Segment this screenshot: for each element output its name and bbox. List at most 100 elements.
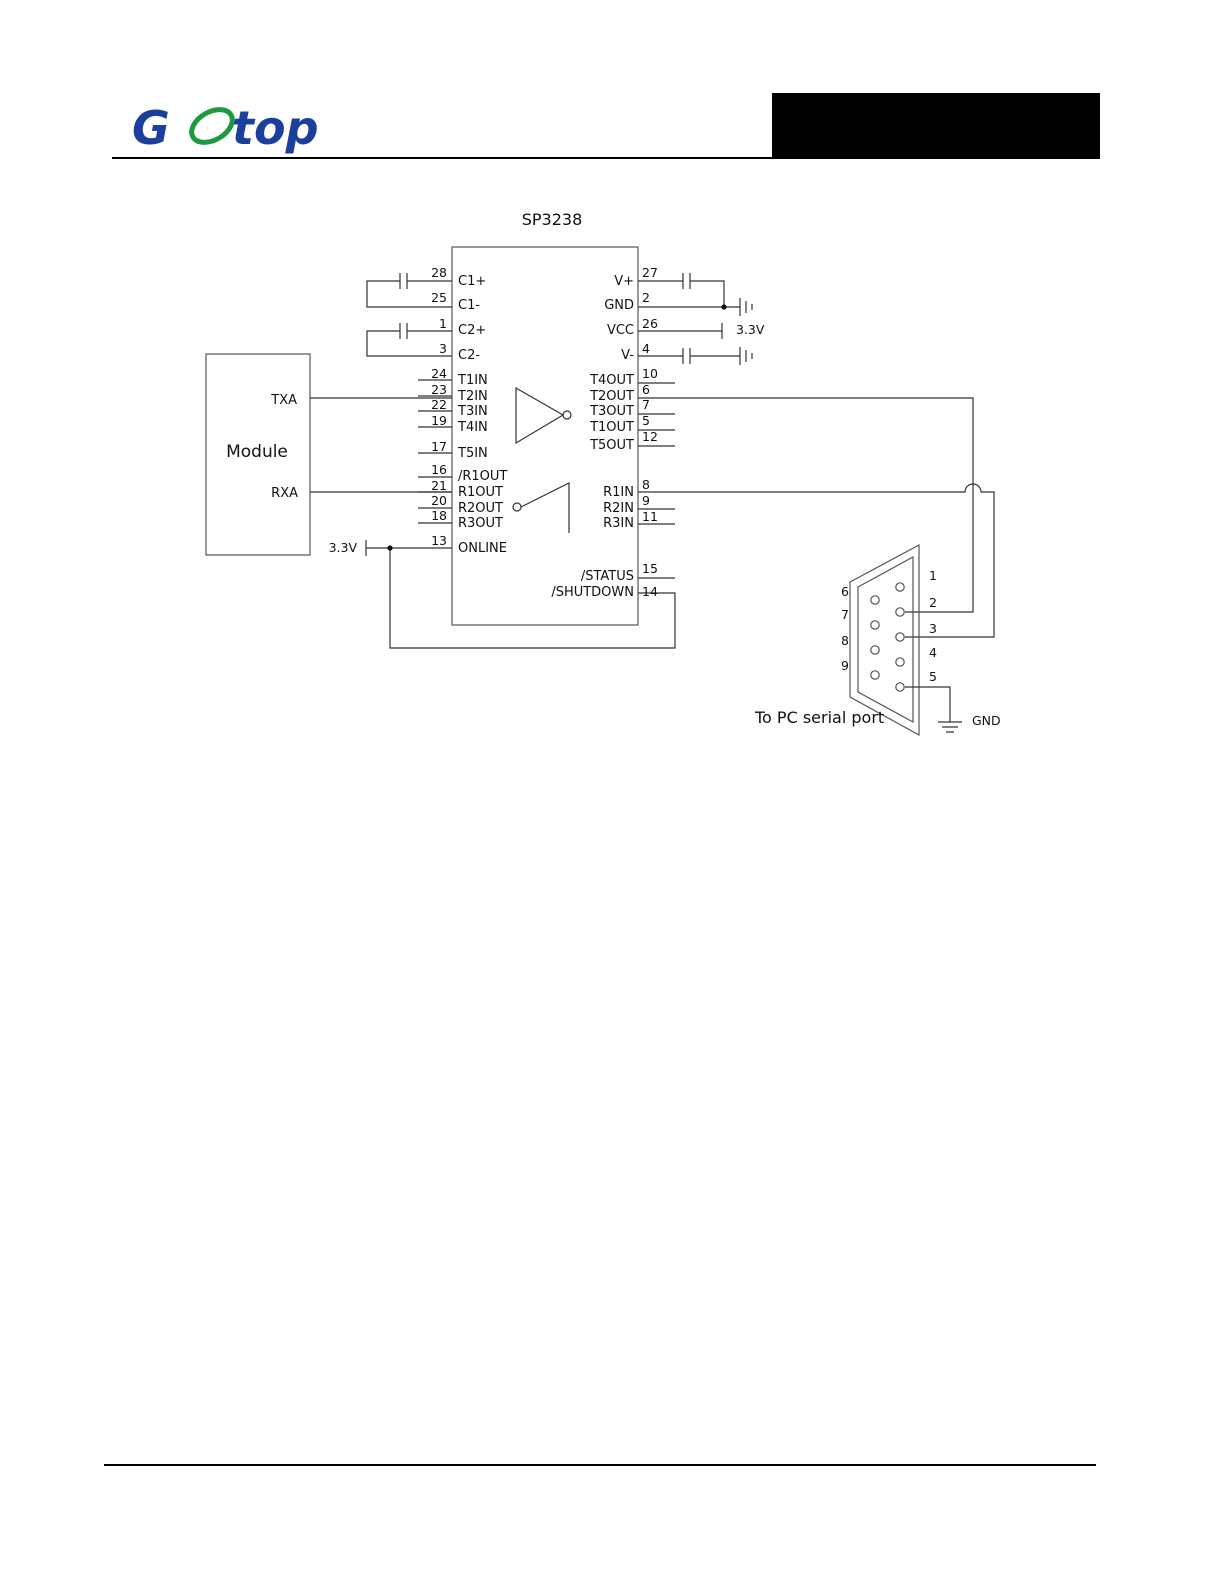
right-pin-name: T1OUT [589, 420, 634, 435]
module-box [205, 353, 311, 556]
right-pin-number: 14 [642, 584, 658, 599]
left-pin-number: 20 [431, 493, 447, 508]
right-pin-number: 4 [642, 341, 650, 356]
wires [205, 246, 995, 737]
left-pin-name: ONLINE [458, 541, 507, 556]
left-pin-number: 3 [439, 341, 447, 356]
right-pin-number: 12 [642, 429, 658, 444]
right-pin-name: GND [604, 298, 634, 313]
vminus-capacitor [682, 348, 691, 364]
supply-left-label: 3.3V [329, 540, 358, 555]
left-pin-name: T1IN [457, 373, 488, 388]
left-pin-number: 13 [431, 533, 447, 548]
c2-wire [366, 330, 452, 357]
vcc-wire [638, 323, 723, 339]
header-black-box [772, 93, 1100, 159]
db9-pin-number: 5 [929, 669, 937, 684]
db9-pin-5 [895, 682, 905, 692]
right-pin-name: T4OUT [589, 373, 634, 388]
db9-pin-8 [870, 645, 880, 655]
module-pin-rxa: RXA [271, 486, 298, 501]
driver-bubble [562, 410, 572, 420]
right-pin-name: V- [621, 348, 634, 363]
right-pin-number: 7 [642, 397, 650, 412]
gnd-symbol-vminus [739, 347, 753, 365]
left-pin-number: 22 [431, 397, 447, 412]
r1in-wire [638, 483, 995, 638]
ground-label: GND [972, 713, 1001, 728]
left-pin-number: 24 [431, 366, 447, 381]
right-pin-number: 9 [642, 493, 650, 508]
db9-shell-inner [857, 555, 914, 724]
header-rule [112, 157, 1100, 159]
right-pin-number: 15 [642, 561, 658, 576]
right-pin-number: 8 [642, 477, 650, 492]
left-pin-name: R2OUT [458, 501, 503, 516]
right-pin-name: /SHUTDOWN [551, 585, 634, 600]
left-pin-number: 17 [431, 439, 447, 454]
right-pin-name: T5OUT [589, 438, 634, 453]
left-pin-name: C2+ [458, 323, 486, 338]
module-pin-txa: TXA [270, 393, 297, 408]
db9-pin-number: 8 [841, 633, 849, 648]
right-pin-name: V+ [614, 274, 634, 289]
c1-wire [366, 280, 452, 308]
vplus-wire [638, 280, 725, 307]
left-pin-name: R1OUT [458, 485, 503, 500]
left-pin-number: 1 [439, 316, 447, 331]
right-pin-name: T2OUT [589, 389, 634, 404]
left-pin-name: R3OUT [458, 516, 503, 531]
left-pin-number: 21 [431, 478, 447, 493]
left-pin-name: T5IN [457, 446, 488, 461]
module-label: Module [226, 442, 288, 462]
left-pin-name: /R1OUT [458, 469, 507, 484]
right-pin-name: /STATUS [581, 569, 634, 584]
online-shutdown-wire [365, 540, 676, 649]
db9-pin-number: 4 [929, 645, 937, 660]
db9-pin-4 [895, 657, 905, 667]
right-pin-number: 6 [642, 382, 650, 397]
db9-pin-9 [870, 670, 880, 680]
right-pin-name: R1IN [603, 485, 634, 500]
left-pin-name: C1- [458, 298, 480, 313]
db9-pin-number: 9 [841, 658, 849, 673]
footer-rule [104, 1464, 1096, 1466]
db9-pin-3 [895, 632, 905, 642]
supply-right-label: 3.3V [736, 322, 765, 337]
chip-name: SP3238 [522, 210, 583, 229]
left-pin-name: T3IN [457, 404, 488, 419]
right-pin-name: R2IN [603, 501, 634, 516]
driver-triangle [515, 386, 565, 445]
vplus-capacitor [682, 273, 691, 289]
c1-capacitor [399, 273, 408, 289]
right-pin-number: 27 [642, 265, 658, 280]
left-pin-number: 16 [431, 462, 447, 477]
t2out-wire [638, 397, 974, 613]
right-pin-number: 26 [642, 316, 658, 331]
right-pin-number: 5 [642, 413, 650, 428]
db9-pin-2 [895, 607, 905, 617]
left-pin-number: 18 [431, 508, 447, 523]
db9-gnd-wire [905, 686, 951, 722]
right-pin-name: VCC [607, 323, 634, 338]
left-pin-name: T2IN [457, 389, 488, 404]
sp3238-schematic: SP3238 Module TXA RXA 3.3V 3.3V C1+28C1-… [205, 210, 1001, 737]
left-pin-number: 23 [431, 382, 447, 397]
left-pin-name: C1+ [458, 274, 486, 289]
right-pin-name: R3IN [603, 516, 634, 531]
receiver-bubble [512, 502, 522, 512]
right-pin-number: 10 [642, 366, 658, 381]
left-pin-name: C2- [458, 348, 480, 363]
right-pin-number: 2 [642, 290, 650, 305]
left-pin-number: 28 [431, 265, 447, 280]
db9-pin-7 [870, 620, 880, 630]
left-pin-number: 19 [431, 413, 447, 428]
db9-pin-6 [870, 595, 880, 605]
chip-body [451, 246, 639, 626]
right-pin-number: 11 [642, 509, 658, 524]
left-pin-name: T4IN [457, 420, 488, 435]
left-pin-number: 25 [431, 290, 447, 305]
online-junction [387, 545, 393, 551]
